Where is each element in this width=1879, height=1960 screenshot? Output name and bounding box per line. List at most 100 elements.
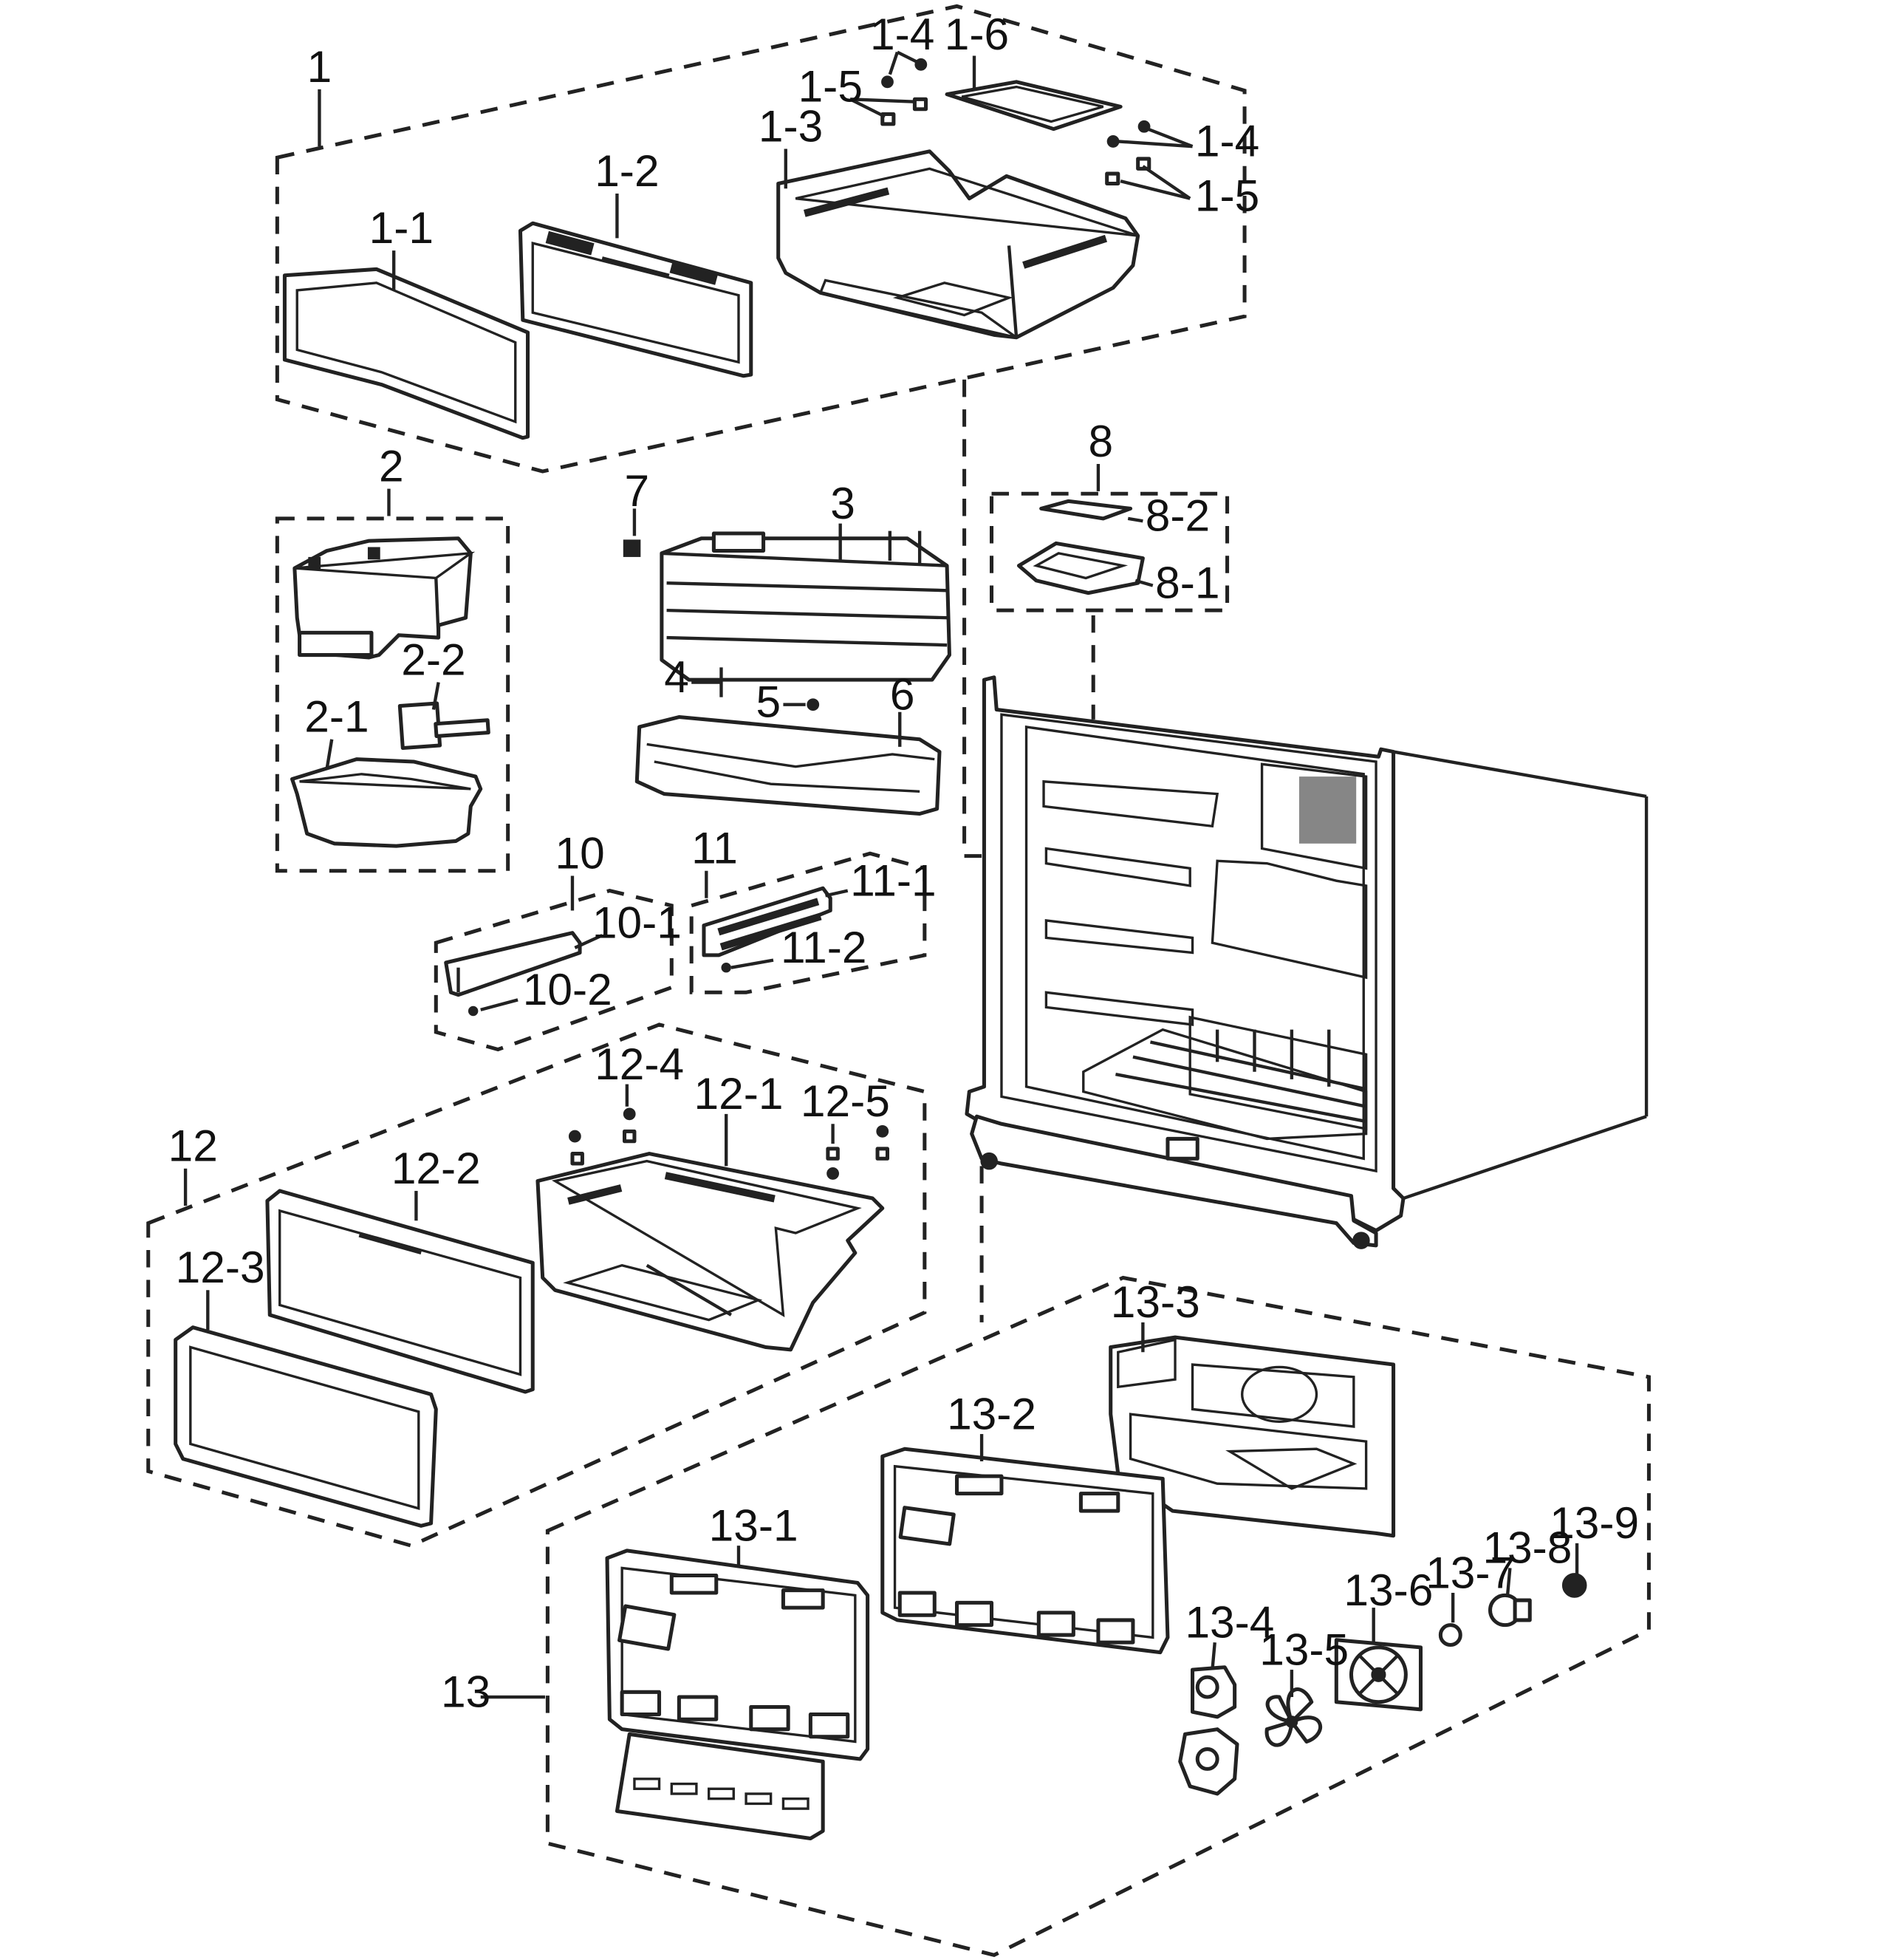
group-10-boundary <box>434 888 674 1052</box>
part-3-evaporator[interactable] <box>660 530 951 682</box>
part-13-5-fan-blade[interactable] <box>1264 1687 1322 1747</box>
part-10-2-screw[interactable] <box>468 1005 479 1017</box>
part-13-9-cap[interactable] <box>1561 1573 1587 1598</box>
callout-13-5: 13-5 <box>1259 1624 1349 1674</box>
part-13-4-fan-motor[interactable] <box>1178 1665 1239 1796</box>
part-1-5-clip-b[interactable] <box>912 97 928 112</box>
callout-2: 2 <box>379 440 404 491</box>
callout-1-4-top: 1-4 <box>870 9 934 59</box>
group-8-cover: 8 8-2 8-1 <box>990 416 1230 720</box>
group-13-rear-assembly: 13 13-1 13-2 13-3 13-4 13-5 13-6 13-7 13… <box>441 1275 1651 1957</box>
callout-10-1: 10-1 <box>592 897 682 947</box>
group-2-ice-maker: 2 2-1 2-2 <box>275 440 510 873</box>
part-6-drain-tray[interactable] <box>634 715 942 816</box>
group-10-rail-left: 10 10-1 10-2 <box>434 827 682 1052</box>
part-12-2-inner-panel[interactable] <box>265 1189 535 1394</box>
callout-4: 4 <box>664 652 689 702</box>
callout-1-3: 1-3 <box>759 100 823 151</box>
callout-13-3: 13-3 <box>1111 1277 1200 1327</box>
part-2-1-ice-bucket[interactable] <box>290 757 483 848</box>
group-1-upper-drawer: 1 1-1 1-2 1-3 1-4 1-5 1-6 1-4 1-5 <box>275 4 1259 474</box>
part-12-4-clip-b[interactable] <box>622 1129 637 1144</box>
callout-13-7: 13-7 <box>1425 1547 1515 1597</box>
callout-1-5-left: 1-5 <box>798 61 863 112</box>
part-1-4-fastener-a[interactable] <box>881 75 894 89</box>
callout-13-8: 13-8 <box>1482 1523 1572 1573</box>
part-1-5-clip-c[interactable] <box>1105 171 1120 186</box>
part-5-screw[interactable] <box>807 698 820 711</box>
callout-11-1: 11-1 <box>850 855 936 905</box>
callout-1-2: 1-2 <box>595 146 659 196</box>
part-1-1-front-panel[interactable] <box>282 267 530 440</box>
part-8-1-frame[interactable] <box>1016 541 1145 595</box>
callout-12-2: 12-2 <box>391 1143 481 1193</box>
callout-12-3: 12-3 <box>176 1242 265 1292</box>
group-1-boundary <box>275 4 1247 474</box>
part-12-5-clip-a[interactable] <box>826 1147 840 1161</box>
part-2-ice-maker-unit[interactable] <box>292 536 476 660</box>
part-13-7-grommet[interactable] <box>1438 1623 1462 1647</box>
callout-1-5-right: 1-5 <box>1195 170 1259 220</box>
part-1-6-grille[interactable] <box>945 80 1123 132</box>
part-1-3-drawer-basket[interactable] <box>776 149 1140 340</box>
part-1-4-fastener-d[interactable] <box>1137 120 1151 133</box>
part-13-6-fan-shroud[interactable] <box>1334 1638 1423 1712</box>
callout-5: 5 <box>756 677 781 727</box>
callout-13-6: 13-6 <box>1344 1565 1433 1615</box>
callout-13-1: 13-1 <box>709 1500 798 1550</box>
group-8-boundary <box>990 491 1230 612</box>
part-10-1-rail[interactable] <box>444 931 582 997</box>
part-13-8-damper[interactable] <box>1488 1593 1532 1628</box>
part-1-4-fastener-c[interactable] <box>1106 135 1120 148</box>
callout-10-2: 10-2 <box>523 964 612 1014</box>
part-12-5-fastener-a[interactable] <box>826 1167 839 1180</box>
part-8-2-pad[interactable] <box>1039 499 1133 521</box>
callout-6: 6 <box>890 669 915 719</box>
part-1-5-clip-a[interactable] <box>880 112 896 126</box>
callout-1: 1 <box>307 41 332 92</box>
callout-1-1: 1-1 <box>369 202 434 253</box>
part-11-1-rail[interactable] <box>702 886 832 957</box>
callout-8: 8 <box>1088 416 1113 466</box>
part-11-2-screw[interactable] <box>721 962 731 973</box>
group-11-rail-right: 11 11-1 11-2 <box>689 823 937 994</box>
callout-1-4-right: 1-4 <box>1195 116 1259 166</box>
callout-10: 10 <box>555 827 604 878</box>
group-11-boundary <box>689 851 927 994</box>
part-12-5-clip-b[interactable] <box>875 1147 889 1161</box>
callout-1-6: 1-6 <box>945 9 1009 59</box>
part-1-5-clip-d[interactable] <box>1136 157 1151 171</box>
part-12-4-clip-a[interactable] <box>570 1152 584 1166</box>
group-evaporator-assembly: 3 4 5 6 7 <box>623 465 951 816</box>
callout-11-2: 11-2 <box>781 922 866 972</box>
callout-13-4: 13-4 <box>1185 1597 1274 1647</box>
callout-8-1: 8-1 <box>1155 557 1219 607</box>
callout-12-1: 12-1 <box>694 1068 784 1119</box>
callout-12: 12 <box>168 1121 218 1171</box>
callout-13-9: 13-9 <box>1550 1498 1639 1548</box>
callout-12-5: 12-5 <box>801 1076 890 1126</box>
callout-3: 3 <box>830 478 855 528</box>
part-12-5-fastener-b[interactable] <box>876 1124 889 1138</box>
callout-13-2: 13-2 <box>947 1388 1036 1438</box>
callout-13: 13 <box>441 1666 490 1716</box>
group-2-boundary <box>275 516 510 873</box>
part-1-2-inner-panel[interactable] <box>518 221 753 378</box>
callout-2-1: 2-1 <box>304 692 369 742</box>
group-12-boundary <box>146 1022 927 1548</box>
part-1-4-fastener-b[interactable] <box>914 58 928 71</box>
callout-12-4: 12-4 <box>595 1039 684 1089</box>
part-12-1-drawer-basket[interactable] <box>535 1152 885 1352</box>
part-13-2-inner-panel[interactable] <box>880 1447 1170 1655</box>
part-2-2-ice-scoop[interactable] <box>397 701 490 751</box>
callout-7: 7 <box>625 465 650 516</box>
part-12-4-fastener-b[interactable] <box>623 1107 636 1121</box>
callout-2-2: 2-2 <box>401 634 465 684</box>
part-7-clip[interactable] <box>623 539 641 557</box>
part-12-3-front-panel[interactable] <box>174 1325 438 1528</box>
part-13-3-rear-cover[interactable] <box>1109 1335 1396 1538</box>
part-13-1-front-panel[interactable] <box>605 1548 870 1840</box>
freezer-cabinet <box>962 379 1649 1322</box>
callout-8-2: 8-2 <box>1146 491 1210 541</box>
part-12-4-fastener-a[interactable] <box>568 1130 581 1143</box>
